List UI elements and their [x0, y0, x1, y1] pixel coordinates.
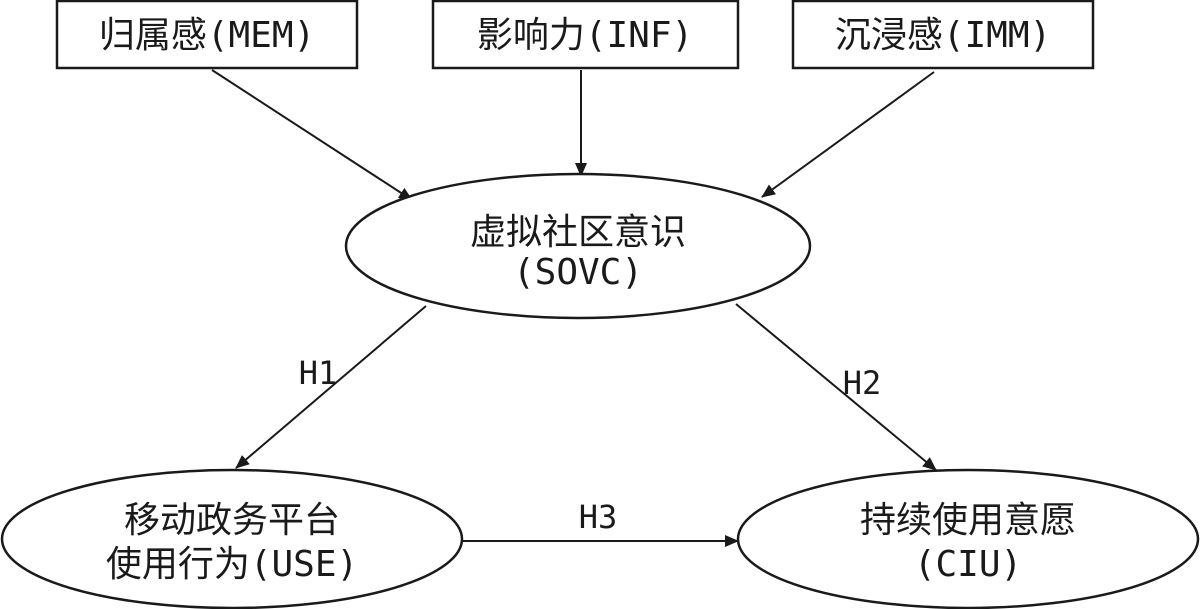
node-use-line2: 使用行为(USE): [106, 544, 358, 585]
node-sovc: 虚拟社区意识 (SOVC): [344, 172, 812, 320]
node-sovc-line2: (SOVC): [513, 252, 643, 293]
edge-h1: [235, 305, 427, 469]
node-use-line1: 移动政务平台: [124, 500, 340, 541]
edge-h2-label: H2: [843, 364, 882, 402]
node-use: 移动政务平台 使用行为(USE): [0, 468, 464, 609]
edge-h1-label: H1: [299, 354, 338, 392]
node-mem: 归属感(MEM): [55, 0, 359, 70]
node-ciu-line1: 持续使用意愿: [860, 500, 1076, 541]
edge-mem-sovc: [211, 69, 413, 201]
edge-h2: [735, 303, 937, 471]
node-inf-label: 影响力(INF): [477, 15, 693, 56]
node-imm-label: 沉浸感(IMM): [835, 15, 1051, 56]
node-mem-label: 归属感(MEM): [99, 15, 315, 56]
node-imm: 沉浸感(IMM): [791, 0, 1095, 70]
node-inf: 影响力(INF): [431, 0, 740, 70]
node-ciu-line2: (CIU): [914, 544, 1022, 585]
node-sovc-line1: 虚拟社区意识: [470, 212, 686, 253]
edge-h3-label: H3: [579, 498, 618, 536]
node-ciu: 持续使用意愿 (CIU): [736, 468, 1200, 609]
edge-imm-sovc: [761, 71, 935, 198]
